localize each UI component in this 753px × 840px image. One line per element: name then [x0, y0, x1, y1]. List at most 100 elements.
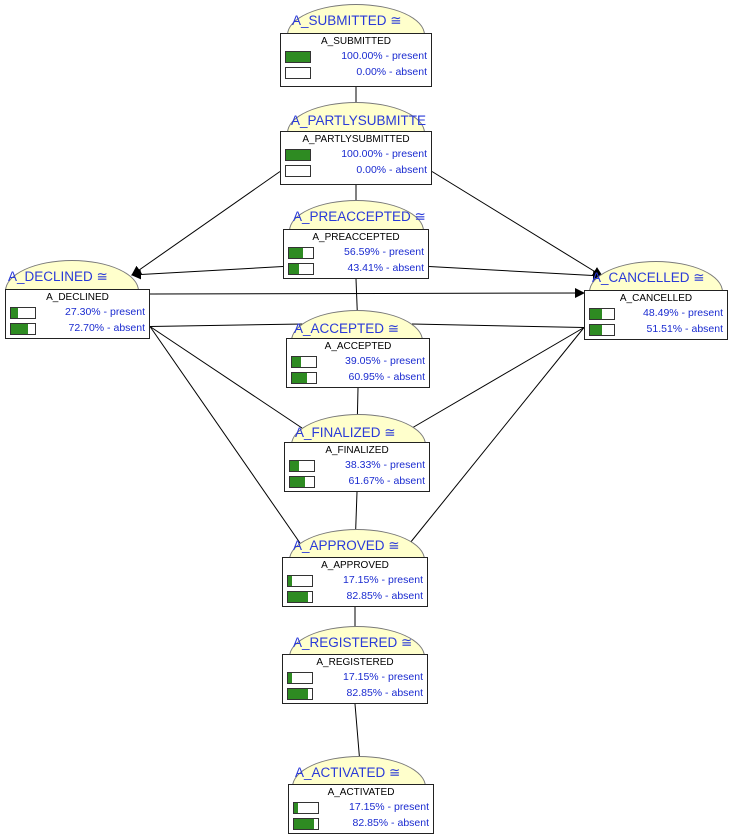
probability-bar-fill: [294, 803, 299, 813]
edge-a-preaccepted-to-a-declined: [131, 266, 284, 280]
probability-bar: [291, 372, 317, 384]
probability-bar: [288, 263, 314, 275]
node-label-a-registered[interactable]: A_REGISTERED ≅: [293, 635, 413, 650]
node-box-a-partlysubmitted[interactable]: A_PARTLYSUBMITTED 100.00% - present 0.00% …: [280, 131, 432, 185]
state-value: 17.15% - present: [343, 671, 423, 683]
state-row-present: 27.30% - present: [10, 306, 145, 320]
node-label-a-activated[interactable]: A_ACTIVATED ≅: [295, 765, 401, 780]
node-box-a-approved[interactable]: A_APPROVED 17.15% - present 82.85% - absen…: [282, 557, 428, 607]
node-box-a-registered[interactable]: A_REGISTERED 17.15% - present 82.85% - abs…: [282, 654, 428, 704]
state-row-present: 38.33% - present: [289, 459, 425, 473]
probability-bar: [289, 460, 315, 472]
probability-bar: [285, 67, 311, 79]
probability-bar-fill: [294, 819, 314, 829]
probability-bar-fill: [11, 308, 18, 318]
state-value: 0.00% - absent: [356, 164, 427, 176]
node-title: A_SUBMITTED: [320, 36, 391, 47]
state-value: 48.49% - present: [643, 307, 723, 319]
node-box-a-cancelled[interactable]: A_CANCELLED 48.49% - present 51.51% - abse…: [584, 290, 728, 340]
state-row-absent: 60.95% - absent: [291, 371, 425, 385]
node-label-a-submitted[interactable]: A_SUBMITTED ≅: [292, 13, 402, 28]
state-row-absent: 0.00% - absent: [285, 164, 427, 178]
node-box-a-activated[interactable]: A_ACTIVATED 17.15% - present 82.85% - abse…: [288, 784, 434, 834]
state-row-absent: 51.51% - absent: [589, 323, 723, 337]
state-value: 17.15% - present: [343, 574, 423, 586]
edge-a-preaccepted-to-a-cancelled: [428, 266, 603, 281]
state-value: 60.95% - absent: [348, 371, 425, 383]
probability-bar-fill: [286, 52, 310, 62]
probability-bar-fill: [292, 373, 307, 383]
probability-bar-fill: [288, 592, 308, 602]
node-box-a-finalized[interactable]: A_FINALIZED 38.33% - present 61.67% - abse…: [284, 442, 430, 492]
node-label-a-accepted[interactable]: A_ACCEPTED ≅: [294, 321, 400, 336]
node-title: A_CANCELLED: [619, 293, 693, 304]
probability-bar: [288, 247, 314, 259]
state-row-present: 48.49% - present: [589, 307, 723, 321]
node-title: A_APPROVED: [321, 560, 389, 571]
probability-bar: [287, 575, 313, 587]
state-row-present: 39.05% - present: [291, 355, 425, 369]
node-label-a-finalized[interactable]: A_FINALIZED ≅: [295, 425, 396, 440]
state-value: 38.33% - present: [345, 459, 425, 471]
state-row-present: 100.00% - present: [285, 50, 427, 64]
node-box-a-submitted[interactable]: A_SUBMITTED 100.00% - present 0.00% - abse…: [280, 33, 432, 87]
state-value: 100.00% - present: [341, 148, 427, 160]
state-row-absent: 82.85% - absent: [293, 817, 429, 831]
probability-bar-fill: [286, 150, 310, 160]
node-label-a-cancelled[interactable]: A_CANCELLED ≅: [592, 270, 705, 285]
state-value: 72.70% - absent: [68, 322, 145, 334]
state-row-present: 56.59% - present: [288, 246, 424, 260]
state-value: 82.85% - absent: [352, 817, 429, 829]
probability-bar: [287, 591, 313, 603]
node-label-a-approved[interactable]: A_APPROVED ≅: [293, 538, 400, 553]
node-title: A_REGISTERED: [316, 657, 394, 668]
state-value: 56.59% - present: [344, 246, 424, 258]
state-row-present: 17.15% - present: [287, 671, 423, 685]
probability-bar: [293, 818, 319, 830]
state-row-absent: 82.85% - absent: [287, 687, 423, 701]
state-row-present: 100.00% - present: [285, 148, 427, 162]
node-title: A_DECLINED: [46, 292, 109, 303]
probability-bar-fill: [289, 248, 303, 258]
probability-bar-fill: [590, 309, 602, 319]
state-value: 27.30% - present: [65, 306, 145, 318]
node-title: A_PREACCEPTED: [312, 232, 400, 243]
probability-bar-fill: [288, 689, 308, 699]
state-value: 61.67% - absent: [348, 475, 425, 487]
probability-bar-fill: [289, 264, 300, 274]
node-box-a-declined[interactable]: A_DECLINED 27.30% - present 72.70% - absen…: [5, 289, 150, 339]
probability-bar: [285, 51, 311, 63]
node-title: A_ACTIVATED: [327, 787, 395, 798]
state-row-present: 17.15% - present: [293, 801, 429, 815]
state-value: 43.41% - absent: [347, 262, 424, 274]
probability-bar: [285, 149, 311, 161]
state-row-present: 17.15% - present: [287, 574, 423, 588]
probability-bar-fill: [292, 357, 302, 367]
state-value: 82.85% - absent: [346, 590, 423, 602]
probability-bar-fill: [288, 673, 293, 683]
probability-bar-fill: [590, 325, 603, 335]
state-row-absent: 0.00% - absent: [285, 66, 427, 80]
probability-bar: [291, 356, 317, 368]
probability-bar: [589, 308, 615, 320]
probability-bar: [589, 324, 615, 336]
edge-a-partlysubmitted-to-a-cancelled: [431, 171, 603, 277]
node-title: A_ACCEPTED: [324, 341, 392, 352]
state-value: 0.00% - absent: [356, 66, 427, 78]
node-title: A_PARTLYSUBMITTED: [302, 134, 410, 145]
edge-a-declined-to-a-finalized: [149, 326, 303, 429]
state-row-absent: 82.85% - absent: [287, 590, 423, 604]
node-title: A_FINALIZED: [325, 445, 389, 456]
edge-a-declined-to-a-approved: [149, 326, 301, 544]
node-box-a-accepted[interactable]: A_ACCEPTED 39.05% - present 60.95% - absen…: [286, 338, 430, 388]
node-box-a-preaccepted[interactable]: A_PREACCEPTED 56.59% - present 43.41% - ab…: [283, 229, 429, 279]
node-label-a-declined[interactable]: A_DECLINED ≅: [8, 269, 108, 284]
node-label-a-partlysubmitted[interactable]: A_PARTLYSUBMITTE: [291, 113, 427, 128]
edge-a-cancelled-to-a-approved: [409, 327, 585, 544]
probability-bar: [285, 165, 311, 177]
state-value: 17.15% - present: [349, 801, 429, 813]
probability-bar: [10, 323, 36, 335]
state-row-absent: 61.67% - absent: [289, 475, 425, 489]
edge-a-declined-to-a-cancelled: [149, 288, 585, 299]
node-label-a-preaccepted[interactable]: A_PREACCEPTED ≅: [293, 209, 426, 224]
